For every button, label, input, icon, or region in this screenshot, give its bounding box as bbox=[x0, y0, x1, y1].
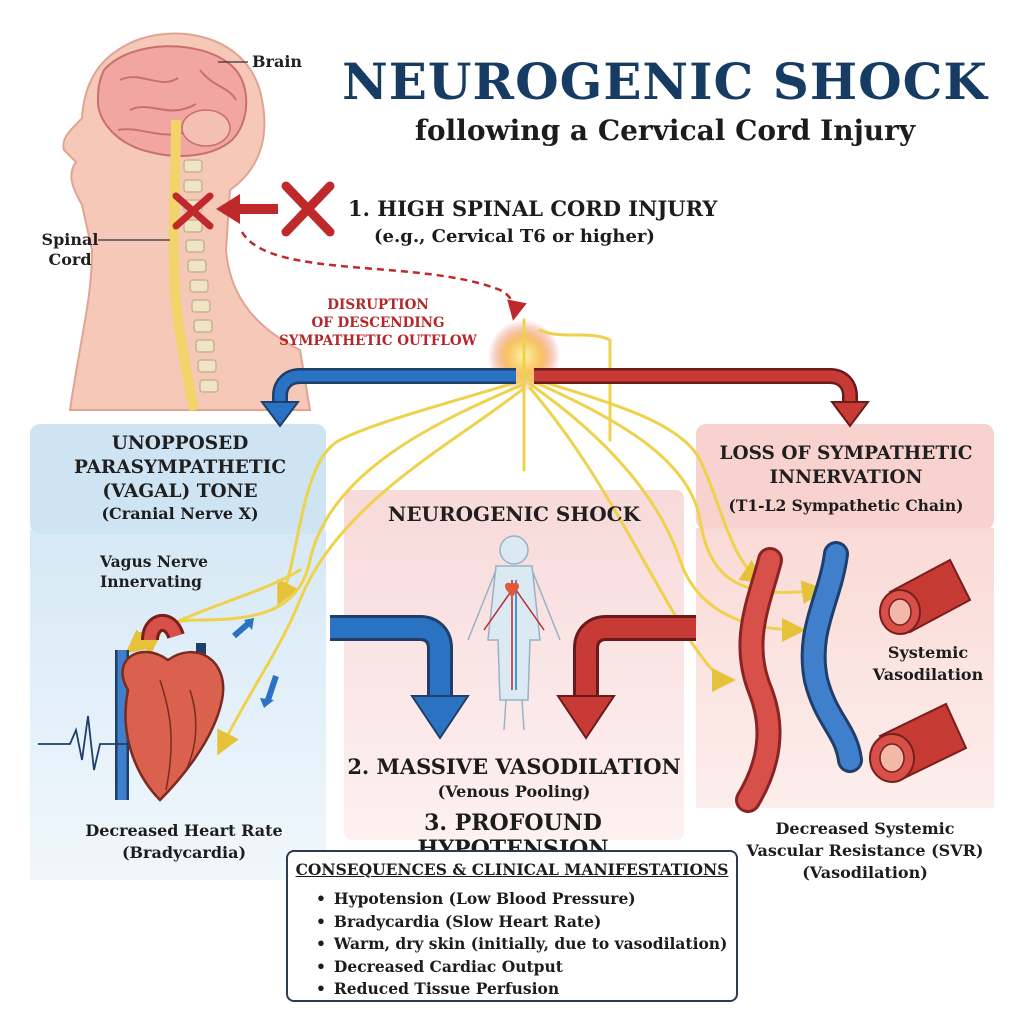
list-item: Warm, dry skin (initially, due to vasodi… bbox=[316, 933, 727, 956]
systemic-vasodilation-label: Systemic Vasodilation bbox=[872, 643, 984, 684]
page-subtitle: following a Cervical Cord Injury bbox=[414, 114, 916, 147]
ecg-trace bbox=[38, 715, 130, 771]
brain bbox=[96, 45, 248, 157]
parasympathetic-arrow bbox=[260, 368, 516, 428]
consequences-box: CONSEQUENCES & CLINICAL MANIFESTATIONS H… bbox=[286, 850, 738, 1002]
artery-vessel bbox=[735, 547, 783, 813]
vessel-cross-section-bottom bbox=[869, 702, 968, 783]
svr-label: Decreased Systemic Vascular Resistance (… bbox=[746, 819, 984, 882]
disruption-label: DISRUPTION OF DESCENDING SYMPATHETIC OUT… bbox=[279, 297, 477, 349]
vagus-nerve-label: Vagus Nerve Innervating bbox=[100, 552, 208, 591]
list-item: Decreased Cardiac Output bbox=[316, 956, 727, 979]
list-item: Bradycardia (Slow Heart Rate) bbox=[316, 911, 727, 934]
left-panel-subheading: (Cranial Nerve X) bbox=[101, 504, 259, 523]
body-figure bbox=[467, 535, 561, 731]
list-item: Reduced Tissue Perfusion bbox=[316, 978, 727, 1001]
sympathetic-arrow bbox=[534, 368, 870, 428]
center-panel-heading: NEUROGENIC SHOCK bbox=[388, 502, 640, 526]
consequences-title: CONSEQUENCES & CLINICAL MANIFESTATIONS bbox=[295, 860, 729, 879]
brain-label: Brain bbox=[252, 52, 303, 71]
vessel-cross-section-top bbox=[879, 558, 972, 635]
step2-heading: 2. MASSIVE VASODILATION bbox=[347, 754, 681, 779]
injury-marker bbox=[172, 181, 335, 237]
bradycardia-label: Decreased Heart Rate (Bradycardia) bbox=[85, 821, 283, 862]
consequences-list: Hypotension (Low Blood Pressure) Bradyca… bbox=[316, 888, 727, 1001]
step1-heading: 1. HIGH SPINAL CORD INJURY bbox=[348, 196, 718, 221]
center-red-arrow bbox=[556, 615, 696, 740]
right-panel-heading: LOSS OF SYMPATHETIC INNERVATION bbox=[719, 443, 973, 488]
step2-subtext: (Venous Pooling) bbox=[437, 782, 591, 801]
disruption-arrow bbox=[240, 231, 527, 321]
right-panel-subheading: (T1-L2 Sympathetic Chain) bbox=[728, 496, 964, 515]
vagal-arrow-2 bbox=[265, 675, 279, 701]
center-blue-arrow bbox=[330, 615, 470, 740]
vagal-arrow bbox=[232, 619, 252, 639]
left-panel-heading: UNOPPOSED PARASYMPATHETIC (VAGAL) TONE bbox=[73, 433, 287, 502]
list-item: Hypotension (Low Blood Pressure) bbox=[316, 888, 727, 911]
page-title: NEUROGENIC SHOCK bbox=[342, 52, 988, 111]
heart bbox=[115, 614, 225, 802]
spinal-cord-label: Spinal Cord bbox=[41, 230, 99, 269]
vein-vessel bbox=[800, 541, 863, 773]
step1-subtext: (e.g., Cervical T6 or higher) bbox=[374, 226, 655, 247]
